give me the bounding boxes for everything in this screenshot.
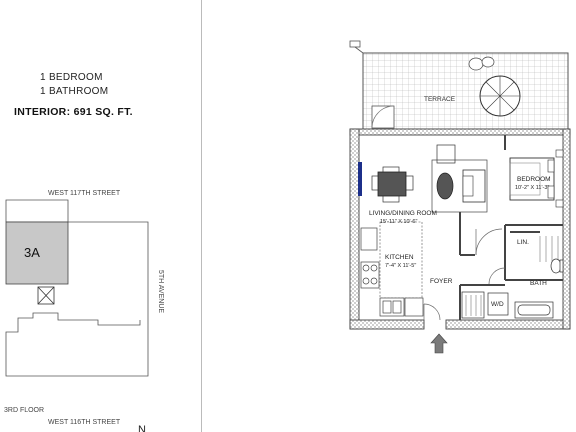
- exterior-walls: [349, 128, 571, 330]
- terrace-label: TERRACE: [424, 96, 456, 103]
- living-furniture: [431, 144, 488, 213]
- floor-label: 3RD FLOOR: [4, 407, 44, 414]
- wd-label: W/D: [491, 301, 504, 308]
- bedroom-label: BEDROOM: [517, 176, 551, 183]
- entry-arrow-icon: [430, 333, 448, 354]
- unit-3a-label: 3A: [24, 245, 40, 260]
- patio-umbrella-icon: [468, 56, 521, 117]
- key-plan: WEST 117TH STREET 3A 5TH AVENUE 3RD FLOO…: [4, 190, 164, 432]
- south-street-label: WEST 116TH STREET: [48, 419, 121, 426]
- north-street-label: WEST 117TH STREET: [48, 190, 121, 197]
- living-room-dims: 15'-11" X 10'-6": [380, 219, 417, 225]
- kitchen-outline: [379, 221, 423, 299]
- interior-area: INTERIOR: 691 SQ. FT.: [14, 106, 133, 118]
- unit-3a-highlight: [5, 221, 69, 285]
- room-labels: BEDROOM 10'-2" X 11'-3" LIVING/DINING RO…: [369, 176, 551, 308]
- door-swings: [423, 228, 506, 321]
- kitchen-label: KITCHEN: [385, 254, 414, 261]
- building-outline: [5, 199, 149, 377]
- bed-icon: [509, 149, 564, 208]
- dining-table-icon: [371, 166, 414, 203]
- foyer-closets: [461, 291, 509, 319]
- bathroom-count: 1 BATHROOM: [40, 86, 109, 97]
- elevator-icon: [37, 286, 55, 305]
- bedroom-dims: 10'-2" X 11'-3": [515, 185, 549, 191]
- interior-walls: [459, 135, 563, 320]
- bath-fixtures: [514, 258, 564, 319]
- linen-label: LIN.: [517, 239, 529, 246]
- foyer-closet-hatch: [465, 295, 482, 316]
- kitchen-appliances: [360, 227, 424, 317]
- bedroom-count: 1 BEDROOM: [40, 72, 103, 83]
- living-room-label: LIVING/DINING ROOM: [369, 210, 437, 217]
- bath-label: BATH: [530, 280, 547, 287]
- foyer-label: FOYER: [430, 278, 453, 285]
- window-marker: [358, 162, 362, 196]
- kitchen-dims: 7'-4" X 11'-5": [385, 263, 416, 269]
- terrace: TERRACE: [349, 40, 569, 130]
- avenue-label: 5TH AVENUE: [157, 270, 164, 313]
- bedroom-closet: [539, 236, 559, 262]
- compass-north-label: N: [138, 424, 146, 432]
- sheet-divider: [201, 0, 202, 432]
